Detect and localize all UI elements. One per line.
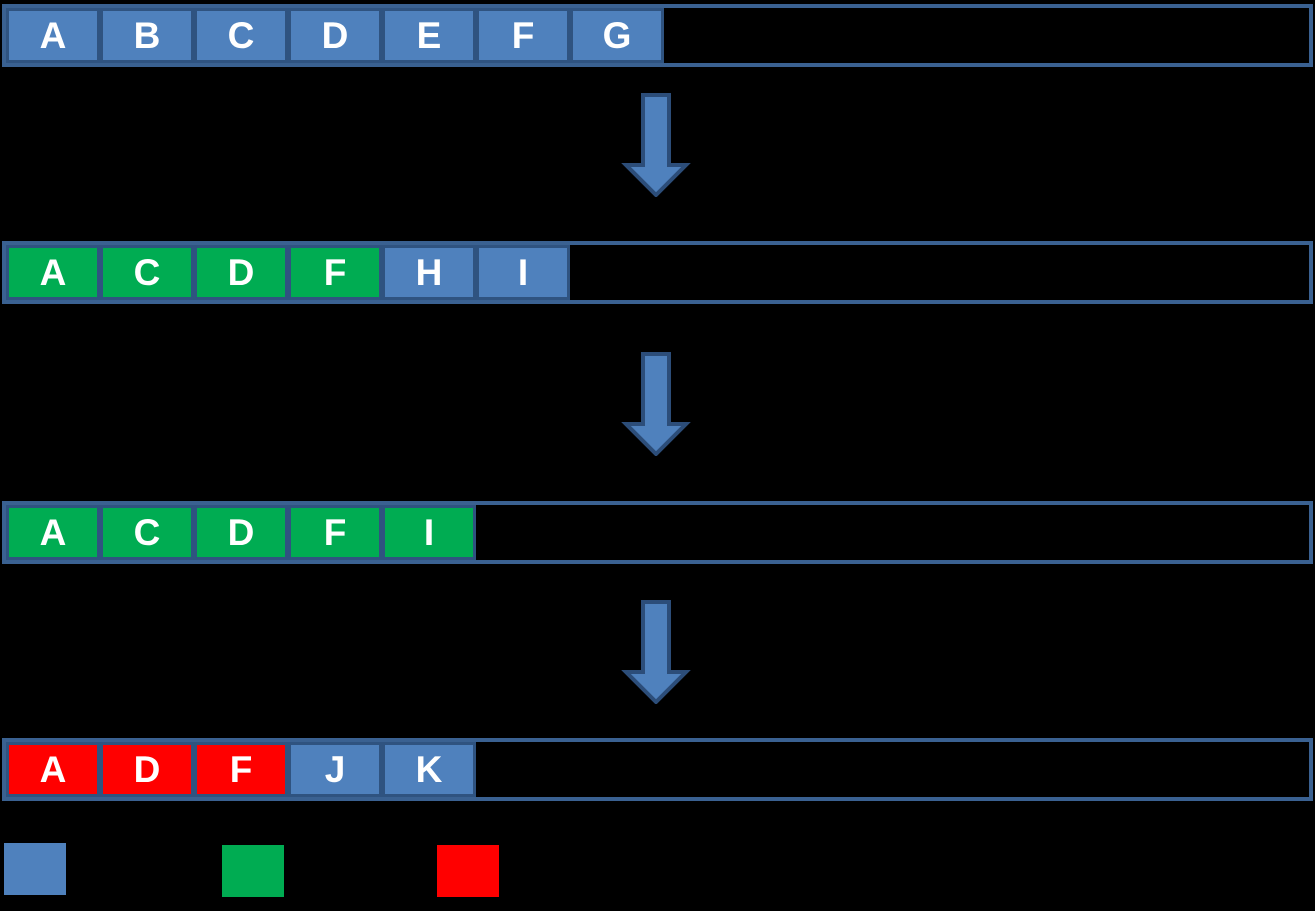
memory-cell-I: I: [476, 245, 570, 300]
memory-cell-C: C: [100, 505, 194, 560]
memory-cell-H: H: [382, 245, 476, 300]
memory-cell-D: D: [288, 8, 382, 63]
memory-cell-E: E: [382, 8, 476, 63]
memory-cell-D: D: [194, 245, 288, 300]
memory-cell-A: A: [6, 245, 100, 300]
memory-cell-I: I: [382, 505, 476, 560]
memory-cell-A: A: [6, 505, 100, 560]
memory-cell-F: F: [476, 8, 570, 63]
memory-cell-C: C: [100, 245, 194, 300]
memory-cell-F: F: [288, 245, 382, 300]
memory-cell-J: J: [288, 742, 382, 797]
down-arrow-icon: [621, 93, 691, 197]
memory-cell-G: G: [570, 8, 664, 63]
legend-swatch-blue: [4, 843, 66, 895]
memory-cell-B: B: [100, 8, 194, 63]
memory-cell-K: K: [382, 742, 476, 797]
legend-swatch-green: [222, 845, 284, 897]
memory-cell-D: D: [100, 742, 194, 797]
memory-cell-F: F: [194, 742, 288, 797]
legend-swatch-red: [437, 845, 499, 897]
memory-cell-A: A: [6, 742, 100, 797]
down-arrow-icon: [621, 600, 691, 704]
memory-cell-F: F: [288, 505, 382, 560]
memory-cell-C: C: [194, 8, 288, 63]
memory-cell-D: D: [194, 505, 288, 560]
down-arrow-icon: [621, 352, 691, 456]
memory-cell-A: A: [6, 8, 100, 63]
